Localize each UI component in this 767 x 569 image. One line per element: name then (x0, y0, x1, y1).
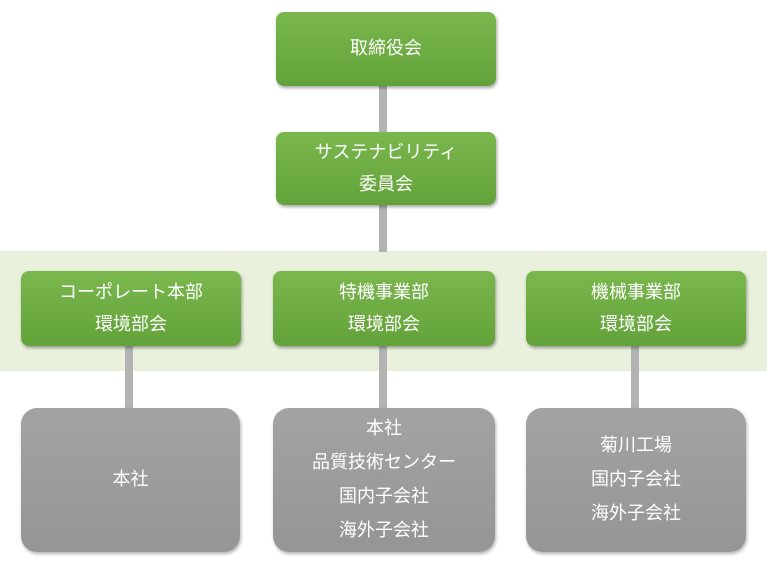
connector-board-committee (379, 86, 387, 132)
site-label: 国内子会社 (339, 486, 429, 507)
committee-label-line2: 委員会 (359, 173, 413, 195)
connector-machinery-site (631, 346, 639, 408)
committee-label-line1: サステナビリティ (314, 141, 458, 163)
connector-committee-divisions (379, 205, 387, 252)
site-label: 本社 (112, 469, 149, 490)
site-label: 品質技術センター (312, 452, 456, 473)
site-label: 海外子会社 (591, 503, 681, 524)
site-box-special-equipment: 本社 品質技術センター 国内子会社 海外子会社 (273, 408, 495, 552)
site-label: 菊川工場 (600, 435, 672, 456)
site-label: 国内子会社 (591, 469, 681, 490)
connector-corporate-site (125, 346, 133, 408)
board-label: 取締役会 (350, 38, 422, 59)
division-box-special-equipment: 特機事業部 環境部会 (273, 271, 495, 346)
committee-box: サステナビリティ 委員会 (276, 132, 496, 205)
board-box: 取締役会 (276, 12, 496, 86)
division-label-line1: 機械事業部 (591, 281, 681, 303)
division-box-machinery: 機械事業部 環境部会 (526, 271, 746, 346)
division-label-line2: 環境部会 (600, 313, 672, 335)
division-label-line1: 特機事業部 (339, 281, 429, 303)
connector-special-site (379, 346, 387, 408)
division-box-corporate: コーポレート本部 環境部会 (21, 271, 241, 346)
division-label-line2: 環境部会 (95, 313, 167, 335)
site-label: 本社 (366, 418, 402, 439)
division-label-line2: 環境部会 (348, 313, 420, 335)
site-label: 海外子会社 (339, 520, 429, 541)
site-box-machinery: 菊川工場 国内子会社 海外子会社 (526, 408, 746, 552)
site-box-corporate: 本社 (21, 408, 240, 552)
division-label-line1: コーポレート本部 (59, 281, 203, 303)
